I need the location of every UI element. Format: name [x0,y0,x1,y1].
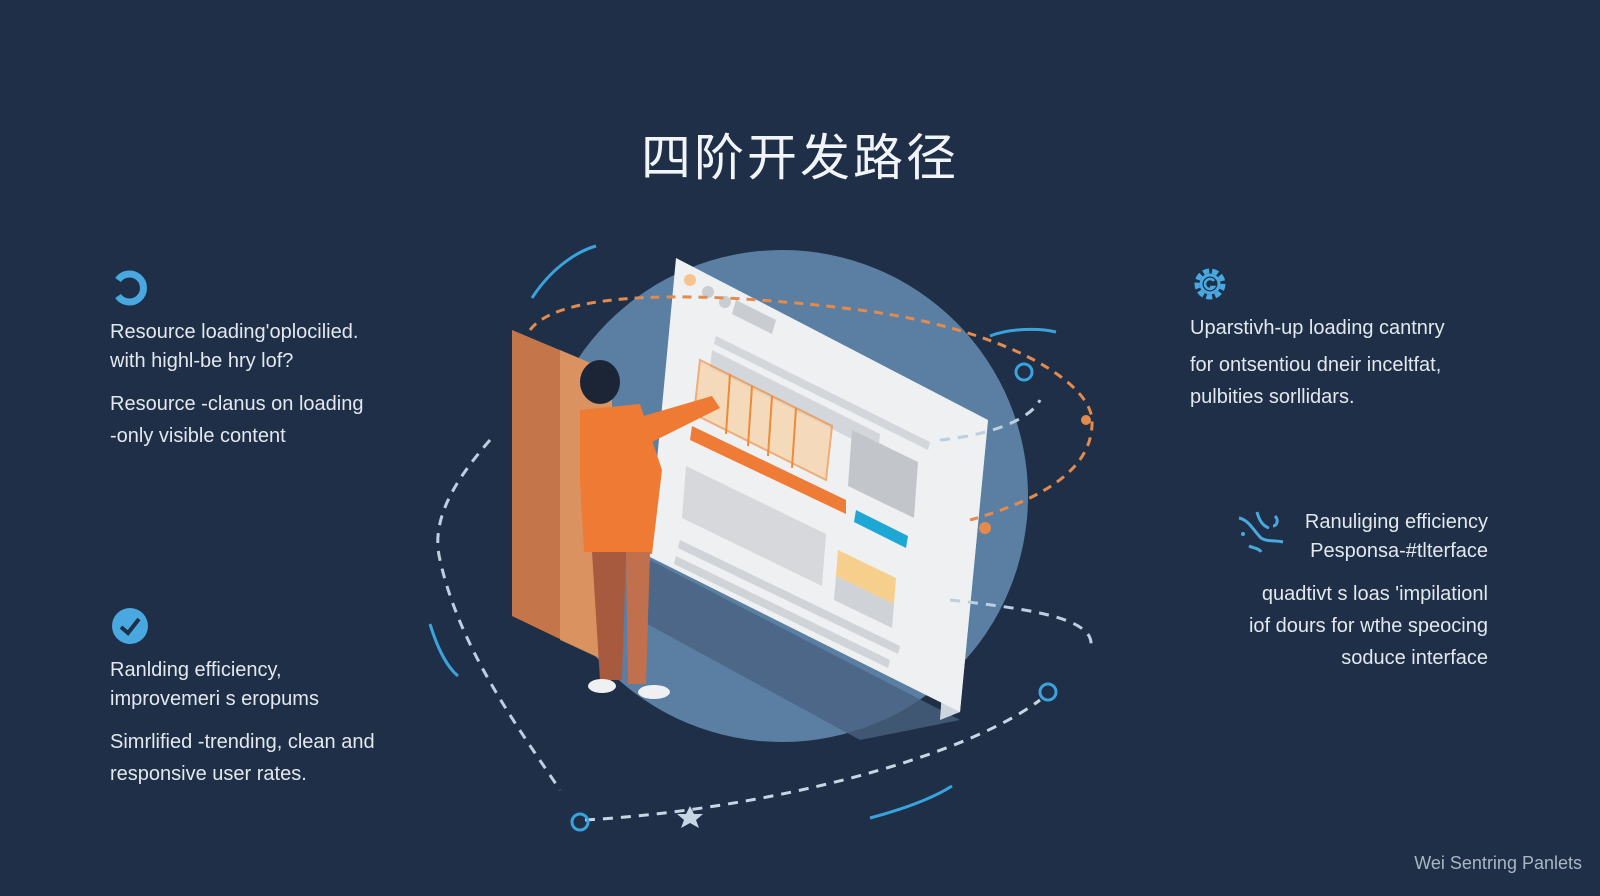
heading-line: Ranuliging efficiency [1304,511,1488,533]
feature-body: Resource -clanus on loading -only visibl… [110,388,420,452]
heading-line: Pesponsa-#tlterface [1310,540,1488,562]
body-line: Resource -clanus on loading [110,393,364,415]
gear-icon [1194,268,1226,300]
feature-heading: Ranlding efficiency, improvemeri s eropu… [110,656,420,714]
orbit-white-left [436,439,562,791]
feature-body: for ontsentiou dneir inceltfat, pulbitie… [1190,349,1500,413]
body-line: responsive user rates. [110,763,307,785]
heading-line: Ranlding efficiency, [110,659,282,681]
feature-responsive-interface: Ranuliging efficiency Pesponsa-#tlterfac… [1158,508,1488,674]
footer-caption: Wei Sentring Panlets [1414,853,1582,873]
feature-resource-loading: Resource loading'oplocilied. with highl-… [110,268,420,452]
body-line: pulbities sorllidars. [1190,386,1355,408]
feature-heading: Ranuliging efficiency Pesponsa-#tlterfac… [1305,508,1488,566]
heading-line: Resource loading'oplocilied. [110,321,359,343]
person-figure [580,360,720,699]
check-circle-icon [112,608,148,644]
feature-body: quadtivt s loas 'impilationl iof dours f… [1158,578,1488,674]
page-title: 四阶开发路径 [641,128,959,187]
splash-spark-icon [1238,511,1284,553]
body-line: iof dours for wthe speocing [1248,615,1488,637]
body-line: for ontsentiou dneir inceltfat, [1190,354,1442,376]
heading-line: with highl-be hry lof? [110,350,294,372]
body-line: quadtivt s loas 'impilationl [1261,583,1488,605]
feature-body: Simrlified -trending, clean and responsi… [110,726,420,790]
body-line: Simrlified -trending, clean and [110,731,375,753]
heading-line: Uparstivh-up loading cantnry [1190,317,1445,339]
body-line: soduce interface [1341,647,1488,669]
feature-rendering-efficiency: Ranlding efficiency, improvemeri s eropu… [110,606,420,790]
feature-heading: Uparstivh-up loading cantnry [1190,314,1500,343]
heading-line: improvemeri s eropums [110,688,319,710]
body-line: -only visible content [110,425,286,447]
feature-heading: Resource loading'oplocilied. with highl-… [110,318,420,376]
orbit-white-bottom [584,698,1041,822]
refresh-ring-icon [115,270,147,306]
orbit-orange [528,295,1094,522]
feature-startup-loading: Uparstivh-up loading cantnry for ontsent… [1190,264,1500,413]
